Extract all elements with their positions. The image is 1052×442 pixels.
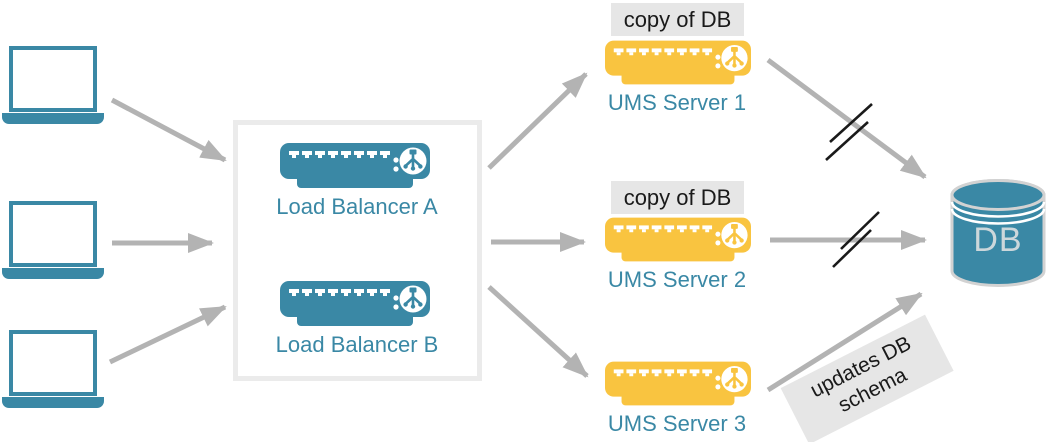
broken-connection-slashes-ums2 [832, 211, 880, 268]
ums-server-2-label: UMS Server 2 [607, 267, 747, 292]
arrow-laptop3-to-loadbalancer [108, 304, 227, 365]
ums-server-1-label: UMS Server 1 [607, 90, 747, 115]
arrow-ums1-to-db [766, 57, 927, 180]
ums-server-3-icon [605, 361, 751, 408]
arrow-loadbalancer-to-ums3 [487, 285, 589, 378]
ums-server-1-icon [605, 40, 751, 87]
ums-server-3-label: UMS Server 3 [607, 411, 747, 436]
load-balancer-a-icon [280, 143, 430, 190]
load-balancer-a-label: Load Balancer A [276, 194, 438, 219]
database-icon [950, 179, 1046, 287]
database-label: DB [973, 221, 1023, 259]
ums-server-2-tag: copy of DB [611, 181, 744, 214]
laptop-icon [2, 46, 104, 124]
laptop-icon [2, 330, 104, 408]
load-balancer-b-label: Load Balancer B [275, 332, 439, 357]
broken-connection-slashes-ums1 [825, 103, 873, 161]
arrow-loadbalancer-to-ums1 [487, 72, 588, 170]
arrow-laptop1-to-loadbalancer [110, 97, 227, 163]
ums-server-2-icon [605, 217, 751, 264]
updates-db-schema-note: updates DB schema [780, 314, 954, 442]
laptop-icon [2, 201, 104, 279]
load-balancer-b-icon [280, 281, 430, 328]
ums-server-1-tag: copy of DB [611, 3, 744, 36]
